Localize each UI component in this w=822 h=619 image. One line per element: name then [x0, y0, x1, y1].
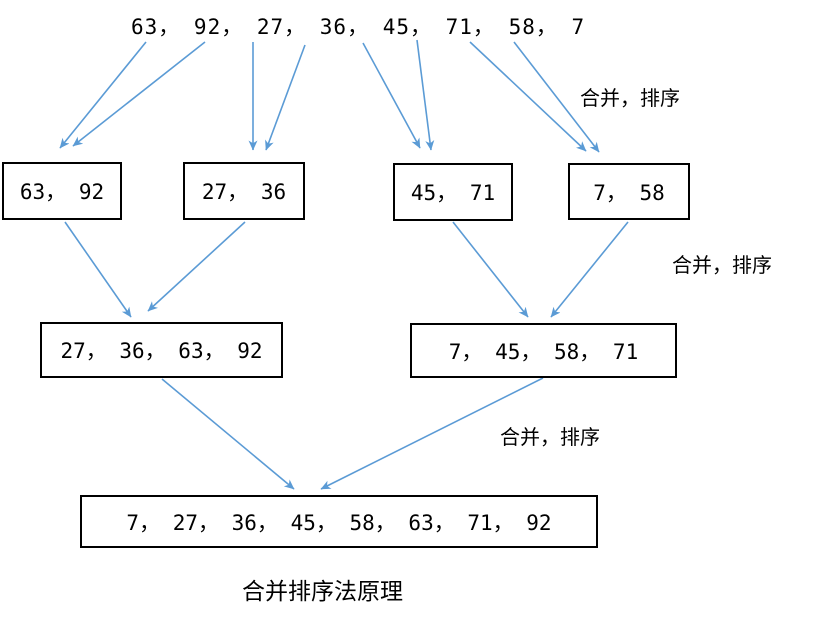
merge-step-label-1: 合并，排序	[580, 88, 680, 110]
arrow-merge1-to-final	[161, 378, 295, 490]
pair-box-1: 63， 92	[2, 162, 122, 220]
arrow-pair1-to-merge1	[64, 221, 132, 318]
arrow-pair4-to-merge2	[550, 221, 629, 318]
arrow-pair3-to-merge2	[452, 221, 529, 318]
merge-box-2: 7， 45， 58， 71	[410, 323, 677, 378]
diagram-caption: 合并排序法原理	[242, 579, 403, 604]
arrow-45-to-pair3	[362, 42, 421, 149]
arrow-71-to-pair3	[416, 39, 435, 151]
merge-step-label-2: 合并，排序	[672, 255, 772, 277]
final-sorted-box: 7， 27， 36， 45， 58， 63， 71， 92	[80, 495, 598, 548]
source-sequence: 63， 92， 27， 36， 45， 71， 58， 7	[131, 15, 586, 39]
merge-step-label-3: 合并，排序	[500, 427, 600, 449]
pair-box-3: 45， 71	[393, 163, 513, 221]
arrow-92-to-pair1	[72, 41, 206, 147]
arrow-pair2-to-merge1	[147, 221, 246, 312]
pair-box-2: 27， 36	[183, 162, 305, 220]
merge-box-1: 27， 36， 63， 92	[40, 322, 283, 378]
arrow-63-to-pair1	[59, 41, 147, 149]
pair-box-4: 7， 58	[568, 163, 690, 220]
arrow-58-to-pair4	[469, 41, 587, 152]
arrow-36-to-pair2	[265, 44, 306, 151]
